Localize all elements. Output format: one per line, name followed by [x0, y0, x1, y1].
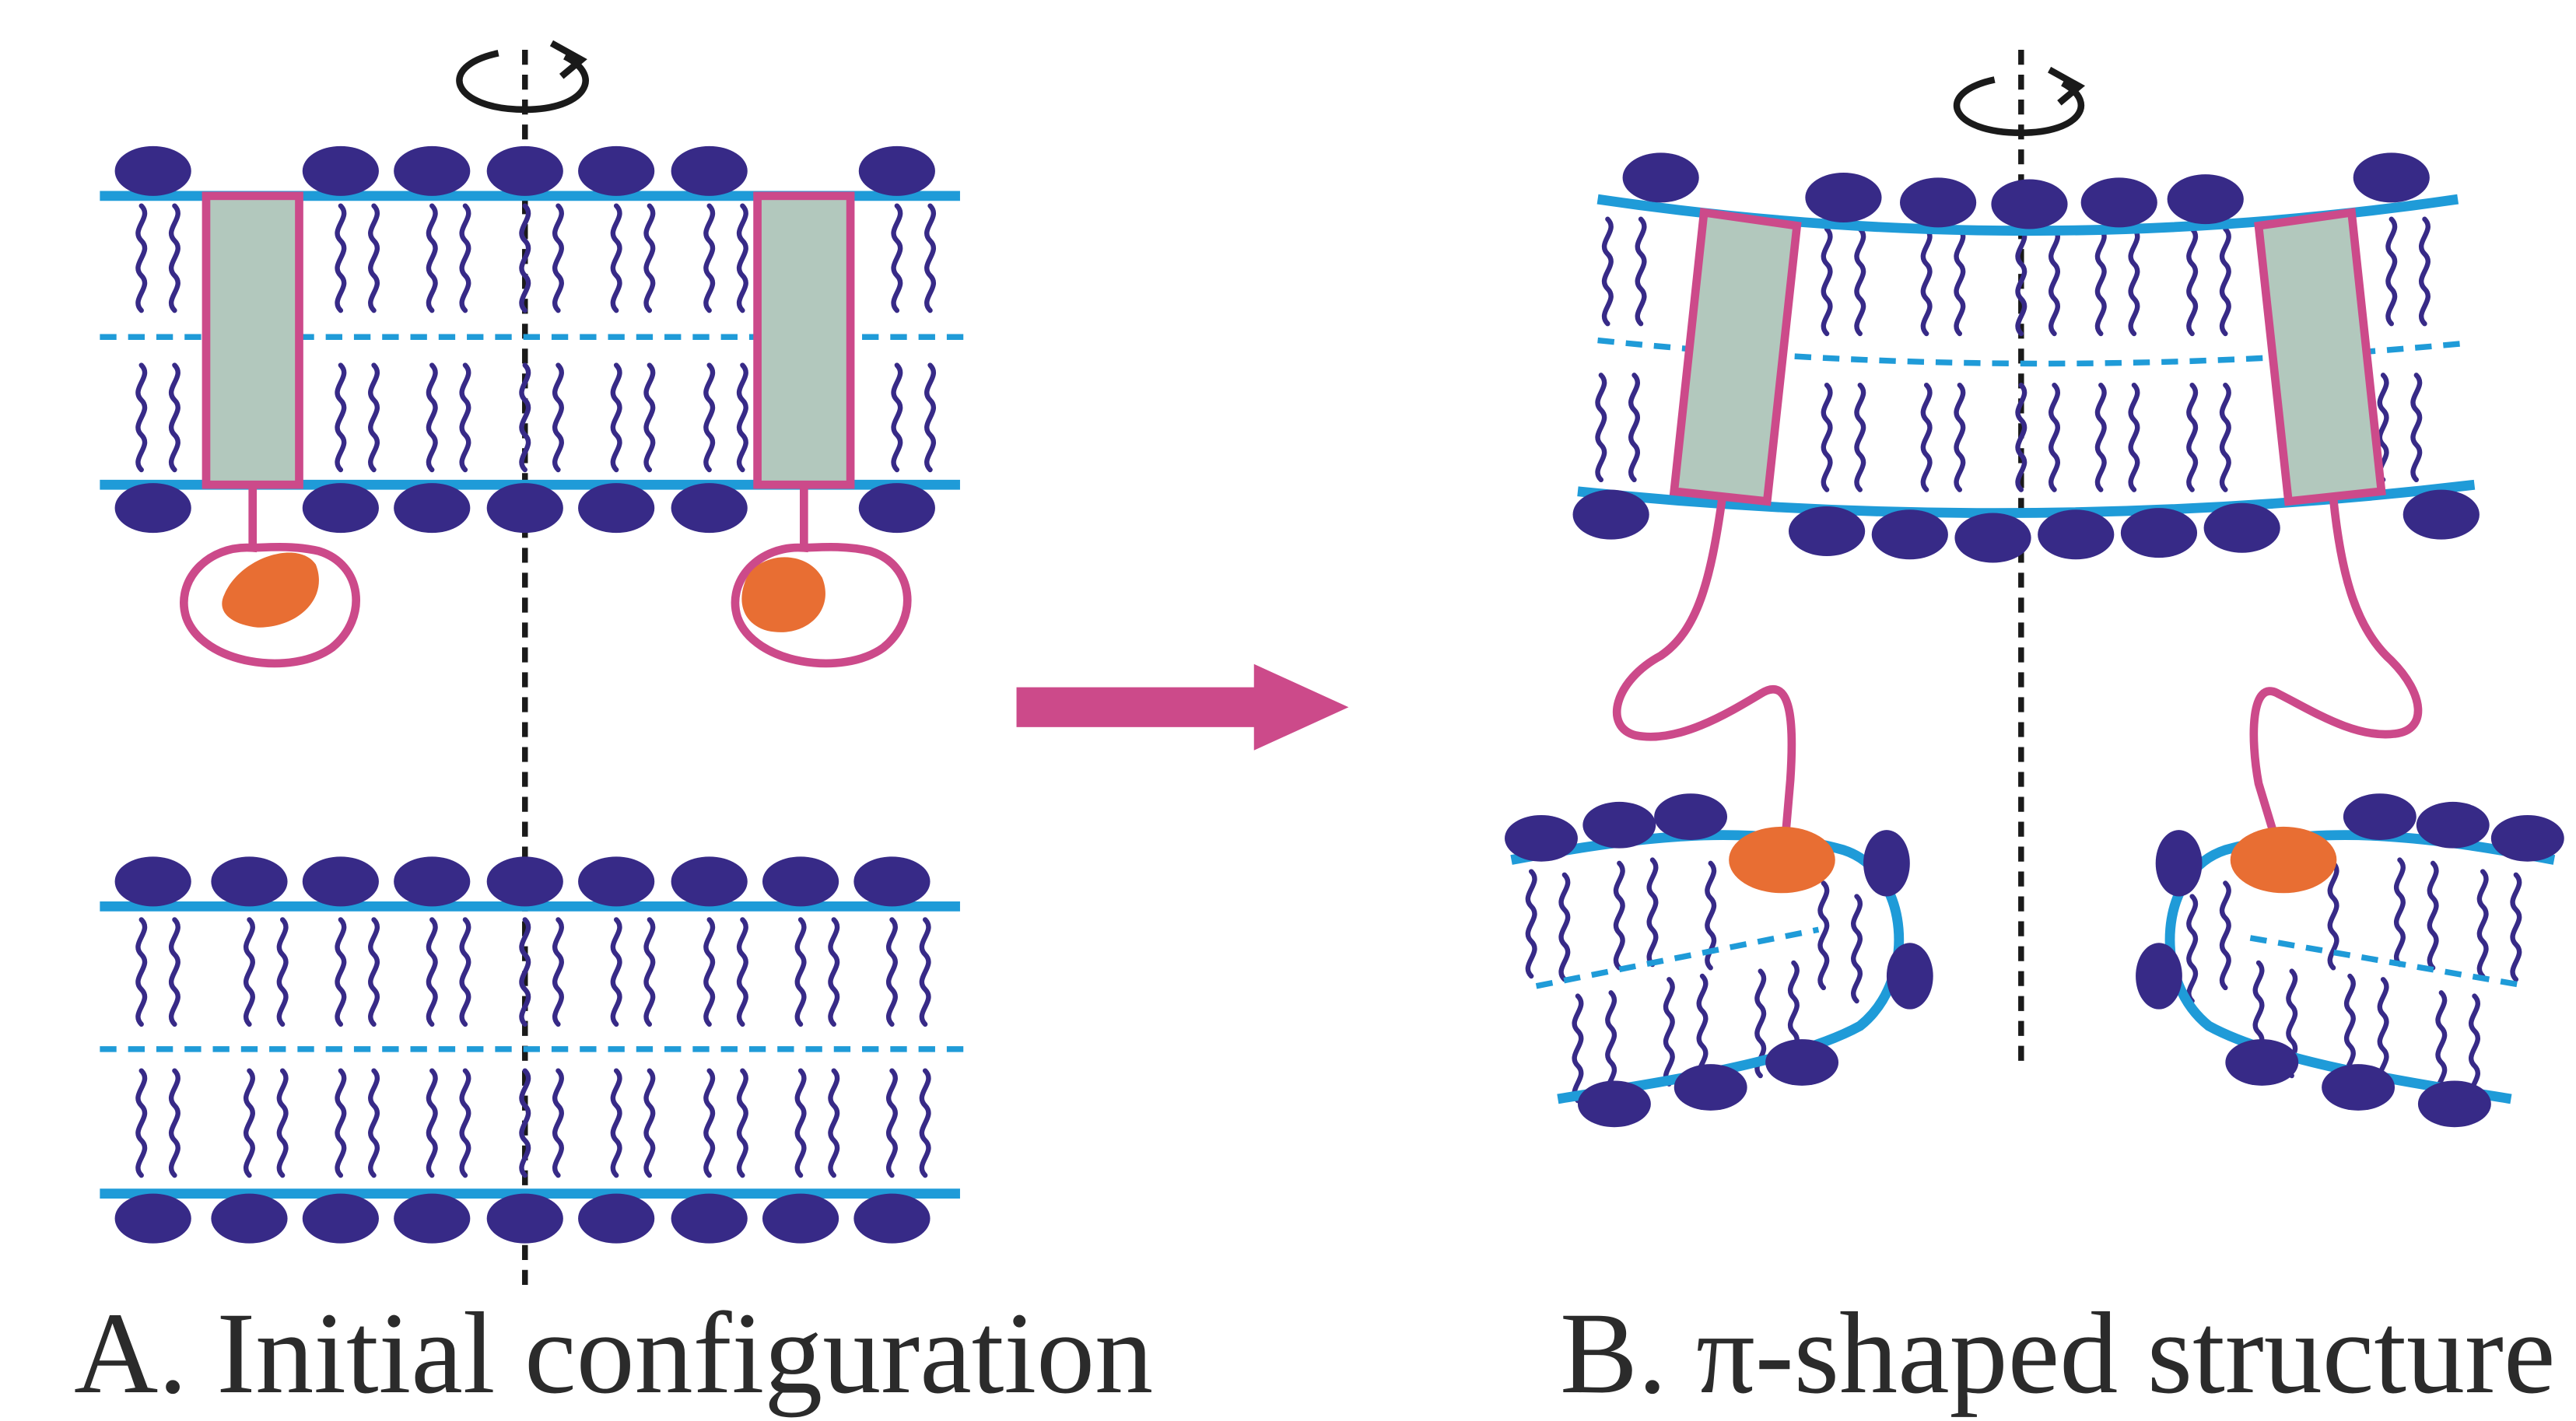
lower-bilayer-a [100, 856, 964, 1244]
fusion-protein-right-b [2249, 208, 2423, 840]
rotation-arrow-icon [456, 40, 589, 114]
lipid-heads-lower-right-b [2136, 793, 2564, 1128]
right-arrow-icon [1016, 663, 1349, 751]
panel-b-pi-shaped [1505, 50, 2564, 1128]
fusion-peptide [741, 557, 825, 632]
lower-bilayer-right-b [2136, 793, 2564, 1128]
panel-b-caption: B. π-shaped structure [1560, 1289, 2556, 1418]
panel-a-initial [100, 40, 964, 1295]
rotation-symmetry-axis-b [1953, 50, 2086, 1071]
rotation-arrow-icon [1953, 66, 2086, 137]
panel-a-caption: A. Initial configuration [74, 1289, 1154, 1418]
lipid-heads-lower-left-b [1505, 793, 1933, 1128]
lower-bilayer-left-b [1505, 793, 1933, 1128]
fusion-protein-left-a [180, 191, 360, 668]
fusion-peptide [1729, 826, 1835, 894]
fusion-peptide [222, 552, 319, 628]
lipid-heads-lower-a [114, 856, 931, 1244]
fusion-protein-right-a [731, 191, 912, 668]
lipid-heads-upper-a [114, 145, 935, 534]
fusion-protein-left-b [1613, 208, 1802, 839]
fusion-peptide [2230, 826, 2337, 894]
lipid-heads-upper-b [1572, 152, 2480, 563]
